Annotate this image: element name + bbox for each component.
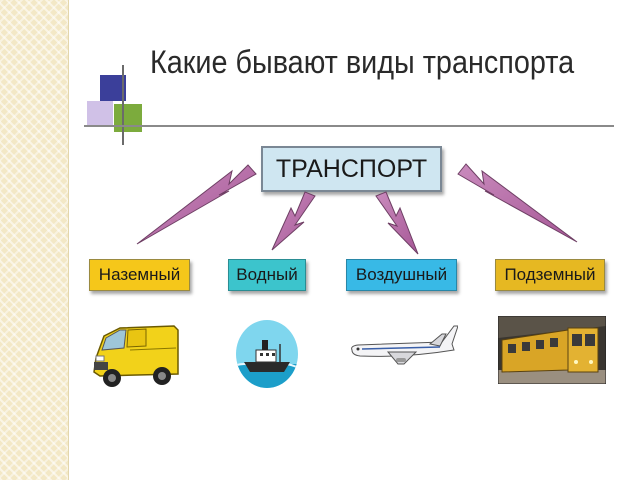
decor-square-violet bbox=[87, 101, 113, 127]
decor-vertical-line bbox=[122, 65, 124, 145]
airplane-icon bbox=[351, 325, 458, 365]
category-air: Воздушный bbox=[346, 259, 457, 291]
van-icon bbox=[93, 325, 179, 387]
arrow-to-underground bbox=[457, 163, 578, 243]
arrow-to-ground bbox=[136, 164, 257, 245]
category-water: Водный bbox=[228, 259, 306, 291]
subway-train-icon bbox=[498, 316, 606, 384]
decorative-sidebar bbox=[0, 0, 68, 480]
arrow-to-air bbox=[375, 191, 419, 255]
title-underline bbox=[84, 125, 614, 127]
decor-square-blue bbox=[100, 75, 126, 101]
category-ground: Наземный bbox=[89, 259, 190, 291]
sidebar-divider bbox=[68, 0, 73, 480]
arrow-to-water bbox=[271, 191, 316, 251]
slide-title: Какие бывают виды транспорта bbox=[150, 44, 575, 80]
category-underground: Подземный bbox=[495, 259, 605, 291]
decor-square-green bbox=[114, 104, 142, 132]
root-node-transport: ТРАНСПОРТ bbox=[261, 146, 442, 192]
ship-icon bbox=[236, 320, 298, 388]
